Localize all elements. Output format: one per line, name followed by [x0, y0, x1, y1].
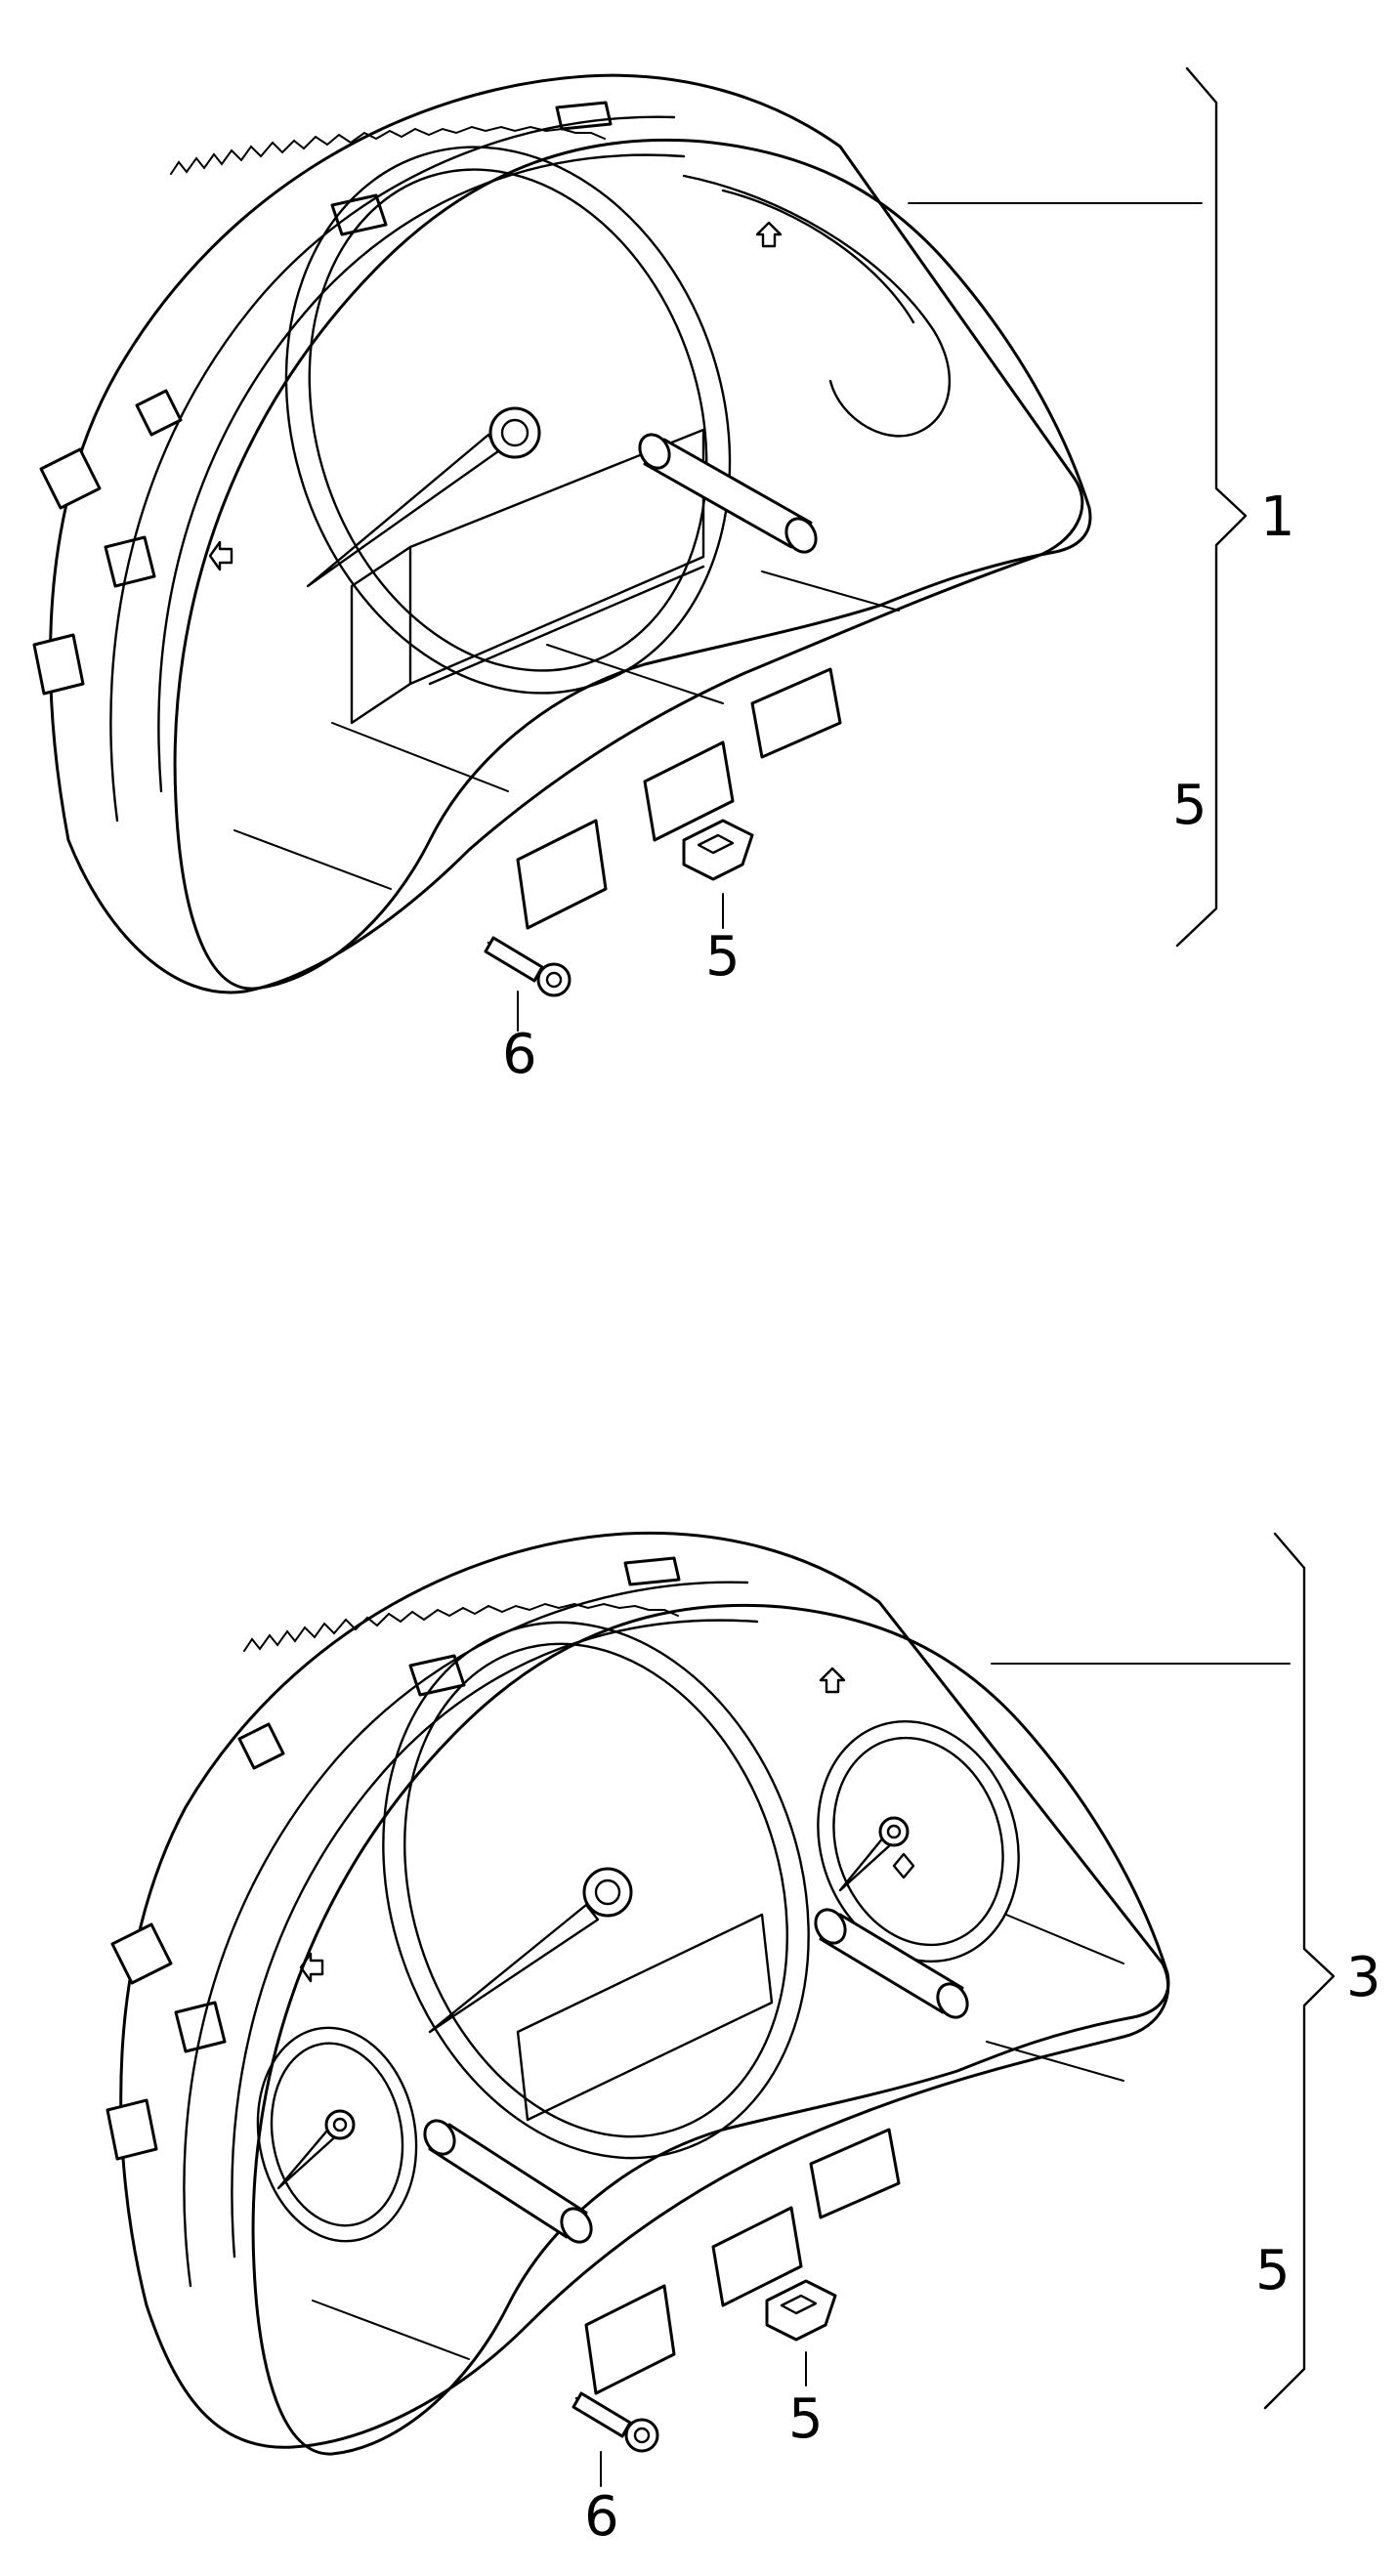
bracket-bottom [1263, 1532, 1335, 2410]
callout-top-clip: 5 [705, 925, 741, 989]
bracket-top [1175, 66, 1248, 948]
screw-top [484, 936, 572, 997]
callout-bottom-clip: 5 [788, 2387, 824, 2451]
screw-bottom [572, 2391, 659, 2453]
callout-bottom-assembly: 3 [1346, 1946, 1381, 2009]
instrument-cluster-three-dial [106, 1531, 1170, 2456]
callout-bottom-screw: 6 [584, 2485, 619, 2549]
callout-top-assembly: 1 [1260, 486, 1295, 549]
instrument-cluster-single-dial [32, 73, 1092, 994]
retaining-clip-top [682, 819, 754, 881]
callout-top-screw: 6 [502, 1023, 537, 1086]
callout-bottom-bracket-sub: 5 [1255, 2239, 1291, 2302]
retaining-clip-bottom [765, 2279, 837, 2342]
callout-top-bracket-sub: 5 [1172, 774, 1207, 837]
